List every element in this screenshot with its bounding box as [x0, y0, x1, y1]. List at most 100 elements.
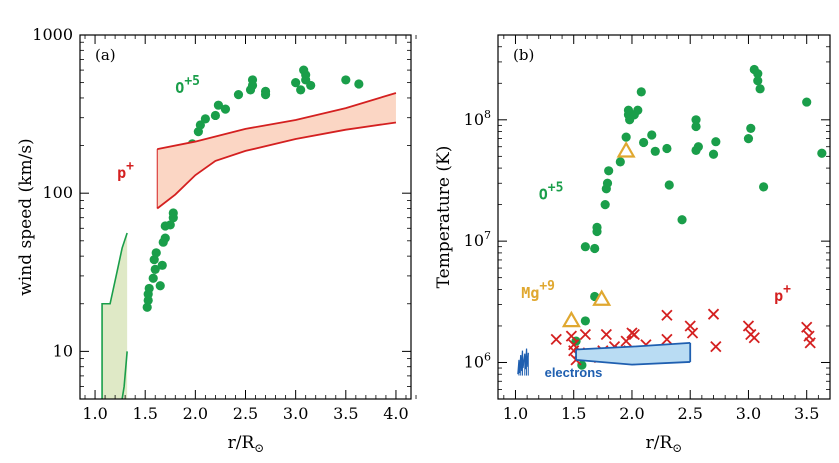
panel-a-green-band-lower: [121, 351, 128, 399]
panel-a-o-5-point: [233, 89, 244, 100]
panel-a-y-tick-label: 1000: [32, 25, 73, 44]
panel-b-o-5-point: [580, 316, 590, 326]
panel-b-p--point: [742, 320, 755, 332]
panel-b-y-tick-label: 106: [464, 350, 491, 371]
panel-a-annotations: O+5 p+: [117, 74, 200, 182]
panel-b-p--point: [628, 328, 640, 341]
panel-b-p--point: [661, 309, 673, 321]
panel-b-mg-9-point: [592, 289, 612, 306]
panel-b-mg-9-point: [616, 141, 636, 158]
panel-a-o-5-point: [144, 283, 154, 294]
panel-b-o-5-point: [677, 215, 687, 225]
panel-a-y-tick-label: 100: [42, 183, 73, 202]
panel-a-o-5-point: [200, 114, 210, 124]
panel-a-y-axis-title: wind speed (km/s): [16, 138, 36, 295]
panel-a-o-5-point: [150, 264, 160, 274]
panel-b-p--point: [661, 333, 673, 346]
panel-a-p--band-upper: [157, 92, 397, 150]
panel-a-o-5-point: [148, 273, 158, 283]
panel-b-o-5-point: [708, 149, 719, 159]
panel-a-green-band-fill: [102, 233, 128, 399]
panel-a-annotation: p+: [117, 159, 134, 182]
panel-a-o-5-point: [220, 104, 231, 114]
panel-b-y-tick-label: 107: [464, 229, 491, 250]
panel-b-x-axis-title: r/R⊙: [646, 433, 683, 455]
panel-a-plot-area: [101, 65, 397, 399]
panel-b-x-tick-label: 2.5: [677, 404, 702, 423]
panel-a-o-5-point: [168, 213, 178, 223]
panel-a-o-5-point: [291, 78, 301, 88]
panel-b-p--point: [804, 337, 816, 349]
panel-a-frame: [79, 34, 412, 400]
panel-b-electrons-band-upper: [576, 341, 691, 351]
panel-a-annotation: O+5: [175, 74, 200, 97]
panel-a-p--band-fill: [157, 92, 396, 209]
panel-b-o-5-point: [711, 137, 721, 147]
panel-b-p--point: [620, 335, 632, 347]
panel-b-annotation: electrons: [545, 365, 603, 380]
panel-a-x-tick-label: 2.5: [233, 404, 258, 423]
panel-a-o-5-point: [306, 80, 316, 91]
panel-a-o-5-point: [354, 79, 364, 89]
panel-a-o-5-point: [142, 302, 152, 312]
panel-a-x-tick-label: 1.0: [82, 404, 107, 423]
panel-b-p--point: [801, 321, 813, 333]
panel-a-x-axis-title: r/R⊙: [228, 433, 265, 455]
panel-b-o-5-point: [753, 69, 763, 79]
panel-a-x-tick-label: 3.5: [333, 404, 358, 423]
panel-b-o-5-point: [746, 123, 756, 133]
panel-a-o-5-point: [213, 100, 224, 110]
panel-b-o-5-point: [664, 180, 674, 190]
panel-a-o-5-point: [260, 89, 271, 100]
panel-b-x-tick-label: 1.5: [561, 404, 586, 423]
panel-b-o-5-point: [650, 146, 660, 156]
panel-b-annotations: O+5Mg+9 p+ electrons: [521, 181, 791, 380]
panel-b-x-tick-label: 2.0: [619, 404, 644, 423]
panel-b-p--point: [579, 328, 592, 341]
panel-b-annotation: Mg+9: [521, 279, 555, 302]
panel-b-o-5-point: [639, 137, 649, 148]
panel-b-o-5-point: [691, 145, 701, 155]
panel-b-plot-area: [517, 64, 827, 376]
panel-a-x-tick-label: 3.0: [283, 404, 308, 423]
panel-a-green-band-upper: [101, 232, 128, 399]
panel-b-o-5-point: [580, 242, 590, 252]
panel-a-o-5-point: [296, 85, 306, 95]
panel-b-annotation: O+5: [539, 181, 564, 204]
panel-b-label: (b): [513, 46, 534, 64]
panel-a-label: (a): [95, 46, 116, 64]
panel-b-o-5-point: [592, 222, 602, 232]
panel-b-o-5-point: [600, 200, 610, 210]
panel-b-o-5-point: [743, 134, 754, 144]
panel-b-p--point: [550, 333, 562, 346]
panel-b-p--point: [710, 341, 722, 353]
panel-a-o-5-point: [195, 120, 205, 130]
panel-a-o-5-point: [151, 248, 161, 258]
panel-b-o-5-point: [759, 182, 769, 192]
panel-a-o-5-point: [247, 80, 258, 91]
panel-b-p--point: [707, 308, 720, 320]
panel-a-o-5-point: [165, 220, 175, 230]
panel-b-o-5-point: [647, 130, 657, 140]
panel-a-x-tick-label: 1.5: [132, 404, 157, 423]
panel-a-o-5-point: [157, 260, 167, 270]
panel-b-p--point: [748, 332, 760, 344]
panel-b-electrons-band-lower: [575, 359, 691, 366]
panel-a-o-5-point: [160, 233, 170, 243]
panel-b-annotation: p+: [774, 282, 791, 305]
panel-b-o-5-point: [615, 157, 625, 167]
panel-b-mg-9-point: [561, 310, 581, 328]
panel-a-o-5-point: [341, 75, 351, 85]
panel-b-x-tick-label: 3.5: [794, 404, 819, 423]
panel-b-x-tick-label: 3.0: [736, 404, 761, 423]
panel-b-o-5-point: [636, 87, 646, 97]
panel-b-o-5-point: [602, 178, 613, 188]
panel-b-frame: [497, 34, 831, 400]
